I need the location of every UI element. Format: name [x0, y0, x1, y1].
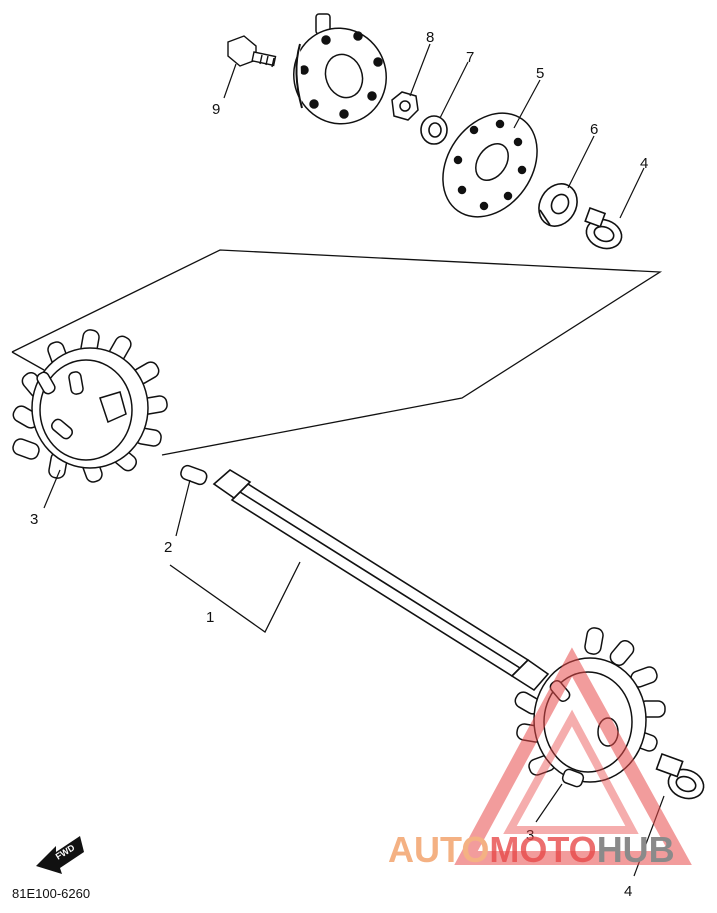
bolt-part-9 — [227, 35, 277, 68]
callout-9: 9 — [212, 101, 220, 118]
callout-6: 6 — [590, 121, 598, 138]
pin-part-2 — [180, 464, 208, 486]
callout-3-left: 3 — [30, 511, 38, 528]
washer-part-7 — [420, 115, 448, 145]
watermark-triangle-icon — [454, 647, 692, 865]
nut-part-8 — [391, 91, 419, 121]
watermark: AUTOMOTOHUB — [388, 647, 692, 870]
forward-arrow-icon: FWD — [36, 836, 84, 874]
bearing-housing — [293, 13, 387, 125]
callout-7: 7 — [466, 49, 474, 66]
sprocket-part-3-right — [514, 627, 666, 788]
bracket-lines — [11, 249, 663, 633]
callout-labels: 9 8 7 5 6 4 3 2 1 3 4 — [30, 29, 648, 900]
watermark-text-auto: AUTO — [388, 829, 489, 870]
shaft-part-1 — [212, 469, 550, 692]
callout-4-upper: 4 — [640, 155, 648, 172]
callout-5: 5 — [536, 65, 544, 82]
watermark-text-moto: MOTO — [489, 829, 596, 870]
callout-8: 8 — [426, 29, 434, 46]
callout-4-lower: 4 — [624, 883, 632, 900]
callout-1: 1 — [206, 609, 214, 626]
callout-2: 2 — [164, 539, 172, 556]
clamp-part-4-lower — [655, 752, 705, 800]
watermark-text-hub: HUB — [597, 829, 675, 870]
bearing-part-6 — [538, 183, 578, 227]
svg-text:AUTOMOTOHUB: AUTOMOTOHUB — [388, 829, 675, 870]
sprocket-part-3-left — [12, 329, 168, 483]
clamp-part-4-upper — [584, 206, 623, 250]
part-code: 81E100-6260 — [12, 886, 90, 901]
flange-plate-part-5 — [442, 112, 538, 218]
callout-3-right: 3 — [526, 827, 534, 844]
